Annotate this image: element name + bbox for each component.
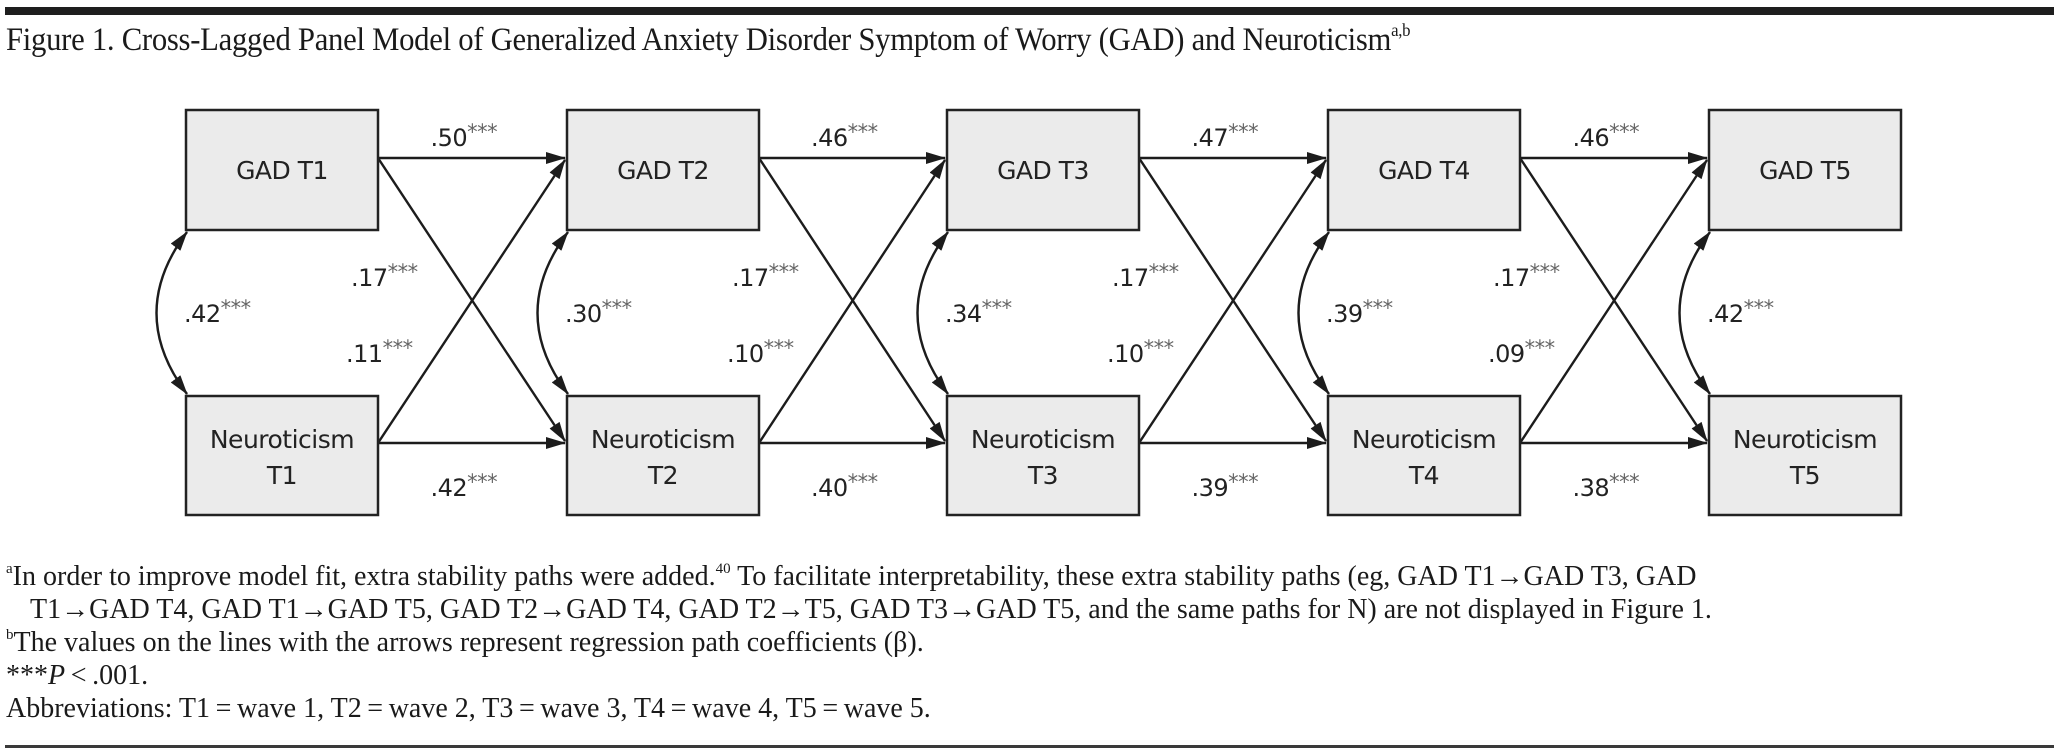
node-box <box>1326 108 1522 232</box>
edges-layer <box>155 152 1711 449</box>
coef-correlation-t2: .30*** <box>565 296 632 328</box>
note-a-continued: T1→GAD T4, GAD T1→GAD T5, GAD T2→GAD T4,… <box>30 594 1712 625</box>
node-gad-t4: GAD T4 <box>1326 108 1522 232</box>
edge-correlation-t4 <box>1297 231 1330 395</box>
node-label: GAD T2 <box>617 156 709 185</box>
edge-neuroticism-to-gad-t3-t4 <box>1137 159 1328 444</box>
node-box <box>945 108 1141 232</box>
coef-gad-to-neuroticism-t2: .17*** <box>732 260 799 292</box>
node-label: GAD T3 <box>997 156 1089 185</box>
coef-neuroticism-stability-t3: .39*** <box>1192 470 1259 502</box>
coef-neuroticism-to-gad-t3: .10*** <box>1107 336 1174 368</box>
node-label: GAD T5 <box>1759 156 1851 185</box>
note-significance-p: P <box>48 660 66 691</box>
node-gad-t2: GAD T2 <box>565 108 761 232</box>
node-label: GAD T4 <box>1378 156 1470 185</box>
node-box <box>565 108 761 232</box>
node-label-line2: T2 <box>647 461 678 490</box>
node-gad-t3: GAD T3 <box>945 108 1141 232</box>
node-label: GAD T1 <box>236 156 328 185</box>
nodes-layer: GAD T1 GAD T2 GAD T3 GAD T4 GAD T5 Neuroticis… <box>184 108 1903 517</box>
coef-neuroticism-stability-t1: .42*** <box>431 470 498 502</box>
edge-neuroticism-to-gad-t4-t5 <box>1518 159 1709 444</box>
coef-gad-to-neuroticism-t4: .17*** <box>1493 260 1560 292</box>
edge-correlation-t1 <box>155 231 188 395</box>
node-box <box>1707 108 1903 232</box>
coef-correlation-t5: .42*** <box>1707 296 1774 328</box>
note-significance-stars: *** <box>6 660 48 691</box>
coef-neuroticism-stability-t2: .40*** <box>811 470 878 502</box>
top-rule <box>5 7 2054 15</box>
edge-neuroticism-to-gad-t2-t3 <box>757 159 947 444</box>
note-b-marker: b <box>6 627 14 643</box>
coef-correlation-t4: .39*** <box>1326 296 1393 328</box>
node-label-line1: Neuroticism <box>1352 425 1496 454</box>
node-box <box>945 394 1141 517</box>
node-label-line1: Neuroticism <box>971 425 1115 454</box>
node-label-line1: Neuroticism <box>1733 425 1877 454</box>
coef-gad-stability-t2: .46*** <box>811 120 878 152</box>
node-label-line2: T3 <box>1027 461 1058 490</box>
bottom-rule <box>5 745 2054 748</box>
coef-gad-to-neuroticism-t3: .17*** <box>1112 260 1179 292</box>
coefficient-labels-layer: .50*** .42*** .17*** .11*** .46*** .40*** .17*… <box>184 120 1774 502</box>
node-box <box>1707 394 1903 517</box>
coef-gad-stability-t3: .47*** <box>1192 120 1259 152</box>
coef-gad-stability-t1: .50*** <box>431 120 498 152</box>
node-box <box>1326 394 1522 517</box>
node-box <box>184 108 380 232</box>
note-significance-text: < .001. <box>65 660 149 691</box>
note-a-reference: 40 <box>715 561 731 577</box>
note-b-text: The values on the lines with the arrows … <box>13 627 924 658</box>
coef-correlation-t3: .34*** <box>945 296 1012 328</box>
node-label-line1: Neuroticism <box>591 425 735 454</box>
node-label-line2: T5 <box>1789 461 1820 490</box>
figure-title-text: Figure 1. Cross-Lagged Panel Model of Ge… <box>6 22 1392 58</box>
node-label-line2: T4 <box>1408 461 1439 490</box>
coef-neuroticism-stability-t4: .38*** <box>1573 470 1640 502</box>
figure-title: Figure 1. Cross-Lagged Panel Model of Ge… <box>6 20 1411 59</box>
coef-gad-to-neuroticism-t1: .17*** <box>351 260 418 292</box>
coef-correlation-t1: .42*** <box>184 296 251 328</box>
note-a-text-1: In order to improve model fit, extra sta… <box>12 561 716 592</box>
coef-gad-stability-t4: .46*** <box>1573 120 1640 152</box>
node-label-line1: Neuroticism <box>210 425 354 454</box>
edge-correlation-t2 <box>536 231 569 395</box>
note-a-marker: a <box>6 561 13 577</box>
edge-neuroticism-to-gad-t1-t2 <box>376 159 567 444</box>
figure-title-superscript: a,b <box>1391 20 1411 40</box>
edge-correlation-t3 <box>916 231 949 395</box>
cross-lagged-panel-diagram: GAD T1 GAD T2 GAD T3 GAD T4 GAD T5 Neuroticis… <box>155 108 1903 517</box>
node-box <box>184 394 380 517</box>
node-box <box>565 394 761 517</box>
note-abbreviations: Abbreviations: T1 = wave 1, T2 = wave 2,… <box>6 693 931 724</box>
node-gad-t1: GAD T1 <box>184 108 380 232</box>
edge-correlation-t5 <box>1678 231 1711 395</box>
coef-neuroticism-to-gad-t4: .09*** <box>1488 336 1555 368</box>
note-a-text-2: To facilitate interpretability, these ex… <box>730 561 1697 592</box>
figure-notes: aIn order to improve model fit, extra st… <box>6 560 2051 725</box>
coef-neuroticism-to-gad-t2: .10*** <box>727 336 794 368</box>
node-label-line2: T1 <box>266 461 297 490</box>
note-significance: ***P < .001. <box>6 659 2051 692</box>
coef-neuroticism-to-gad-t1: .11*** <box>346 336 413 368</box>
note-a: aIn order to improve model fit, extra st… <box>6 560 2051 593</box>
note-b: bThe values on the lines with the arrows… <box>6 626 2051 659</box>
node-gad-t5: GAD T5 <box>1707 108 1903 232</box>
